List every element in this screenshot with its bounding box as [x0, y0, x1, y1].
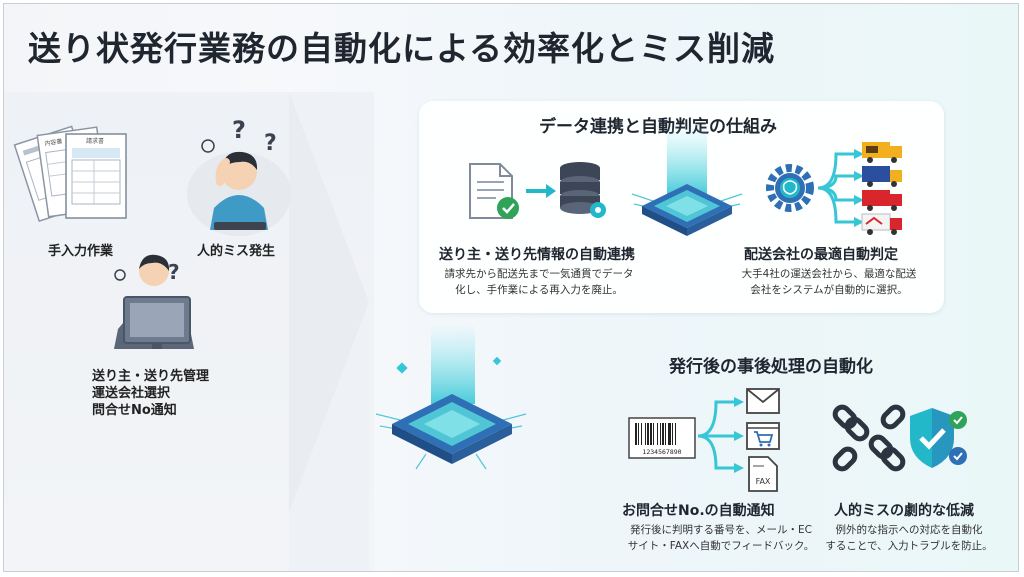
svg-text:?: ? [264, 131, 277, 156]
auto-link-description: 請求先から配送先まで一気通貫でデータ 化し、手作業による再入力を廃止。 [434, 266, 644, 298]
manual-input-label: 手入力作業 [48, 244, 114, 259]
barcode-bar [647, 423, 649, 445]
broken-chain-icon [832, 404, 906, 472]
mail-icon [746, 388, 780, 414]
desc-line: 発行後に判明する番号を、メール・EC [630, 524, 812, 536]
branch-arrows-icon [697, 397, 744, 473]
arrow-right-icon [526, 184, 556, 198]
form-header-text: 内容書 [44, 137, 63, 147]
svg-text:?: ? [168, 260, 180, 284]
human-error-label: 人的ミス発生 [197, 244, 276, 259]
infographic-frame: 送り状発行業務の自動化による効率化とミス削減 内容書 請求書 手入力作業 ? ? [3, 3, 1019, 572]
auto-link-heading: 送り主・送り先情報の自動連携 [439, 247, 635, 263]
shield-check-icon [910, 408, 967, 468]
delivery-trucks-icon [861, 142, 902, 235]
fax-label: FAX [756, 477, 771, 486]
manual-issues-list: 送り主・送り先管理 運送会社選択 問合せNo通知 [92, 368, 292, 446]
barcode-bar [675, 423, 676, 445]
desc-line: 例外的な指示への対応を自動化 [835, 524, 983, 536]
page-title: 送り状発行業務の自動化による効率化とミス削減 [28, 29, 776, 68]
barcode-bar [657, 423, 658, 445]
paper-forms-icon: 内容書 請求書 [13, 125, 127, 223]
barcode-bar [668, 423, 671, 445]
confused-person-icon: ? ? [187, 116, 291, 236]
tracking-notice-heading: お問合せNo.の自動通知 [622, 503, 775, 519]
svg-text:?: ? [232, 116, 246, 144]
barcode-bar [653, 423, 654, 445]
post-process-section-title: 発行後の事後処理の自動化 [669, 357, 873, 377]
barcode-bar [650, 423, 652, 445]
document-check-icon [469, 163, 519, 219]
processor-chip-icon [375, 324, 527, 470]
issue-item: 問合せNo通知 [92, 403, 177, 418]
issue-item: 送り主・送り先管理 [92, 369, 210, 384]
barcode-icon: 1234567890 [628, 417, 696, 459]
database-icon [560, 162, 606, 218]
ai-gear-icon [766, 164, 814, 212]
desc-line: 大手4社の運送会社から、最適な配送 [741, 268, 917, 280]
error-reduction-heading: 人的ミスの劇的な低減 [834, 503, 974, 519]
barcode-bar [645, 423, 646, 445]
carrier-selection-description: 大手4社の運送会社から、最適な配送 会社をシステムが自動的に選択。 [734, 266, 924, 298]
barcode-number: 1234567890 [642, 448, 681, 456]
error-reduction-description: 例外的な指示への対応を自動化 することで、入力トラブルを防止。 [814, 522, 1004, 554]
desc-line: サイト・FAXへ自動でフィードバック。 [627, 540, 815, 552]
barcode-bar [665, 423, 666, 445]
worker-at-monitor-icon: ? [114, 254, 194, 349]
form-header-text: 請求書 [86, 137, 104, 145]
desc-line: 会社をシステムが自動的に選択。 [750, 284, 908, 296]
branch-arrows-icon [817, 149, 864, 227]
issue-item: 運送会社選択 [92, 386, 171, 401]
ec-cart-icon [746, 422, 780, 450]
integration-section-title: データ連携と自動判定の仕組み [539, 117, 777, 137]
fax-document-icon: FAX [748, 456, 778, 492]
barcode-bar [641, 423, 642, 445]
flow-chevron [289, 92, 369, 571]
processor-chip-icon [631, 124, 743, 236]
barcode-bar [635, 423, 637, 445]
carrier-selection-heading: 配送会社の最適自動判定 [744, 247, 898, 263]
barcode-bar [672, 423, 673, 445]
desc-line: 化し、手作業による再入力を廃止。 [455, 284, 623, 296]
barcode-bar [662, 423, 664, 445]
desc-line: 請求先から配送先まで一気通貫でデータ [444, 268, 634, 280]
barcode-bar [660, 423, 661, 445]
barcode-bar [638, 423, 639, 445]
desc-line: することで、入力トラブルを防止。 [825, 540, 993, 552]
tracking-notice-description: 発行後に判明する番号を、メール・EC サイト・FAXへ自動でフィードバック。 [616, 522, 826, 554]
